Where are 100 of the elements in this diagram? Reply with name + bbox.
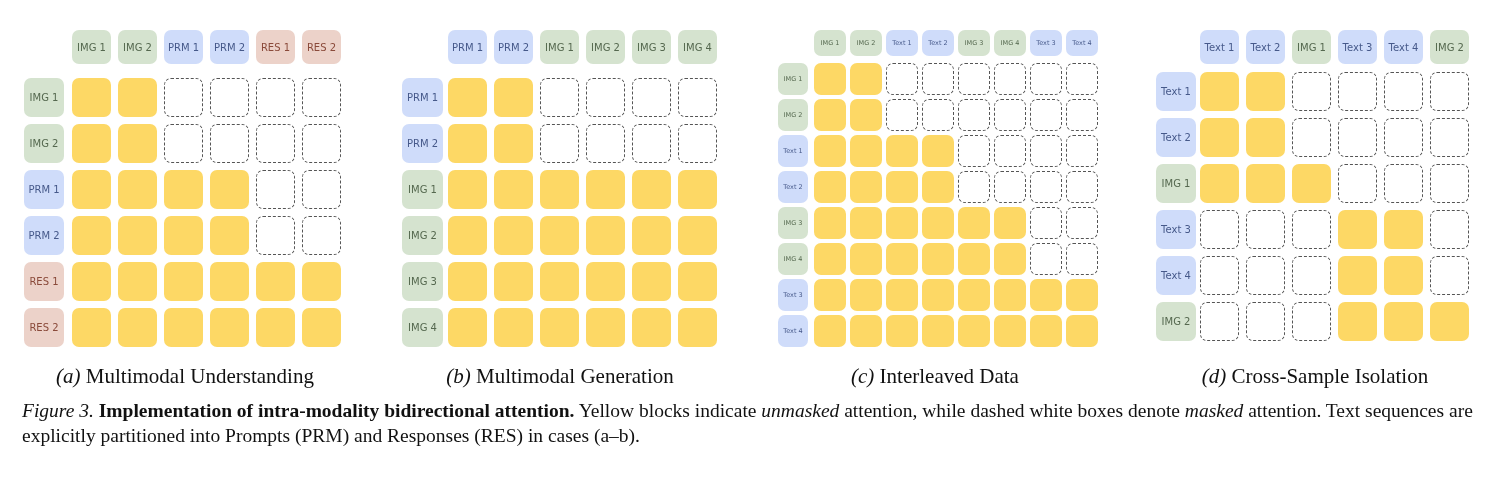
unmasked-attention-block — [632, 262, 671, 301]
unmasked-attention-block — [540, 170, 579, 209]
unmasked-attention-block — [814, 207, 846, 239]
masked-attention-box — [1292, 302, 1331, 341]
unmasked-attention-block — [958, 315, 990, 347]
figure-caption: Figure 3. Implementation of intra-modality bidirectional attention. Yellow blocks indicate unmasked attention, while dashed white boxes denote masked attention. Text sequences are explicitly partitioned into Prompts (PRM) and Responses (RES) in cases (a–b). — [22, 399, 1474, 448]
masked-attention-box — [678, 124, 717, 163]
unmasked-attention-block — [1246, 72, 1285, 111]
token-label: PRM 1 — [164, 30, 203, 64]
masked-attention-box — [1430, 164, 1469, 203]
masked-attention-box — [922, 99, 954, 131]
masked-attention-box — [1200, 302, 1239, 341]
unmasked-attention-block — [1384, 256, 1423, 295]
token-label: PRM 2 — [494, 30, 533, 64]
masked-attention-box — [1338, 72, 1377, 111]
masked-attention-box — [1030, 99, 1062, 131]
token-label: IMG 1 — [540, 30, 579, 64]
token-label: Text 3 — [1338, 30, 1377, 64]
token-label: IMG 4 — [678, 30, 717, 64]
token-label: IMG 1 — [24, 78, 64, 117]
unmasked-attention-block — [850, 135, 882, 167]
masked-attention-box — [886, 99, 918, 131]
token-label: IMG 2 — [586, 30, 625, 64]
unmasked-attention-block — [586, 308, 625, 347]
unmasked-attention-block — [118, 124, 157, 163]
unmasked-attention-block — [118, 216, 157, 255]
masked-attention-box — [540, 78, 579, 117]
unmasked-attention-block — [164, 308, 203, 347]
unmasked-attention-block — [586, 170, 625, 209]
unmasked-attention-block — [922, 243, 954, 275]
masked-attention-box — [1030, 135, 1062, 167]
unmasked-attention-block — [210, 216, 249, 255]
unmasked-attention-block — [494, 262, 533, 301]
unmasked-attention-block — [540, 308, 579, 347]
token-label: IMG 2 — [118, 30, 157, 64]
unmasked-attention-block — [994, 279, 1026, 311]
unmasked-attention-block — [72, 308, 111, 347]
masked-attention-box — [1030, 171, 1062, 203]
masked-attention-box — [958, 99, 990, 131]
masked-attention-box — [1246, 210, 1285, 249]
subfigure-caption: (c) Interleaved Data — [851, 364, 1019, 389]
unmasked-attention-block — [1384, 302, 1423, 341]
masked-attention-box — [256, 124, 295, 163]
unmasked-attention-block — [850, 279, 882, 311]
token-label: PRM 1 — [402, 78, 443, 117]
masked-attention-box — [210, 124, 249, 163]
unmasked-attention-block — [1338, 256, 1377, 295]
masked-attention-box — [1292, 72, 1331, 111]
token-label: IMG 1 — [1156, 164, 1196, 203]
masked-attention-box — [886, 63, 918, 95]
token-label: RES 1 — [256, 30, 295, 64]
token-label: RES 2 — [302, 30, 341, 64]
unmasked-attention-block — [1200, 72, 1239, 111]
masked-attention-box — [1200, 210, 1239, 249]
unmasked-attention-block — [850, 207, 882, 239]
token-label: IMG 2 — [1430, 30, 1469, 64]
unmasked-attention-block — [922, 135, 954, 167]
unmasked-attention-block — [814, 243, 846, 275]
unmasked-attention-block — [632, 216, 671, 255]
unmasked-attention-block — [118, 170, 157, 209]
unmasked-attention-block — [814, 171, 846, 203]
masked-attention-box — [994, 99, 1026, 131]
unmasked-attention-block — [302, 308, 341, 347]
masked-attention-box — [540, 124, 579, 163]
masked-attention-box — [1430, 210, 1469, 249]
masked-attention-box — [632, 124, 671, 163]
unmasked-attention-block — [958, 279, 990, 311]
unmasked-attention-block — [494, 308, 533, 347]
unmasked-attention-block — [850, 243, 882, 275]
masked-attention-box — [586, 124, 625, 163]
unmasked-attention-block — [632, 170, 671, 209]
unmasked-attention-block — [922, 279, 954, 311]
masked-attention-box — [1430, 256, 1469, 295]
token-label: Text 4 — [1156, 256, 1196, 295]
masked-attention-box — [1292, 118, 1331, 157]
unmasked-attention-block — [494, 78, 533, 117]
masked-attention-box — [1066, 63, 1098, 95]
masked-attention-box — [1030, 243, 1062, 275]
unmasked-attention-block — [72, 78, 111, 117]
unmasked-attention-block — [850, 63, 882, 95]
unmasked-attention-block — [1030, 315, 1062, 347]
token-label: PRM 2 — [210, 30, 249, 64]
unmasked-attention-block — [850, 171, 882, 203]
masked-attention-box — [302, 170, 341, 209]
token-label: Text 1 — [1200, 30, 1239, 64]
token-label: Text 4 — [1384, 30, 1423, 64]
token-label: RES 2 — [24, 308, 64, 347]
token-label: IMG 1 — [402, 170, 443, 209]
unmasked-attention-block — [448, 262, 487, 301]
masked-attention-box — [1200, 256, 1239, 295]
masked-attention-box — [994, 135, 1026, 167]
unmasked-attention-block — [72, 170, 111, 209]
masked-attention-box — [1030, 207, 1062, 239]
unmasked-attention-block — [448, 216, 487, 255]
masked-attention-box — [164, 124, 203, 163]
unmasked-attention-block — [448, 170, 487, 209]
unmasked-attention-block — [586, 262, 625, 301]
unmasked-attention-block — [1066, 315, 1098, 347]
unmasked-attention-block — [302, 262, 341, 301]
unmasked-attention-block — [678, 216, 717, 255]
